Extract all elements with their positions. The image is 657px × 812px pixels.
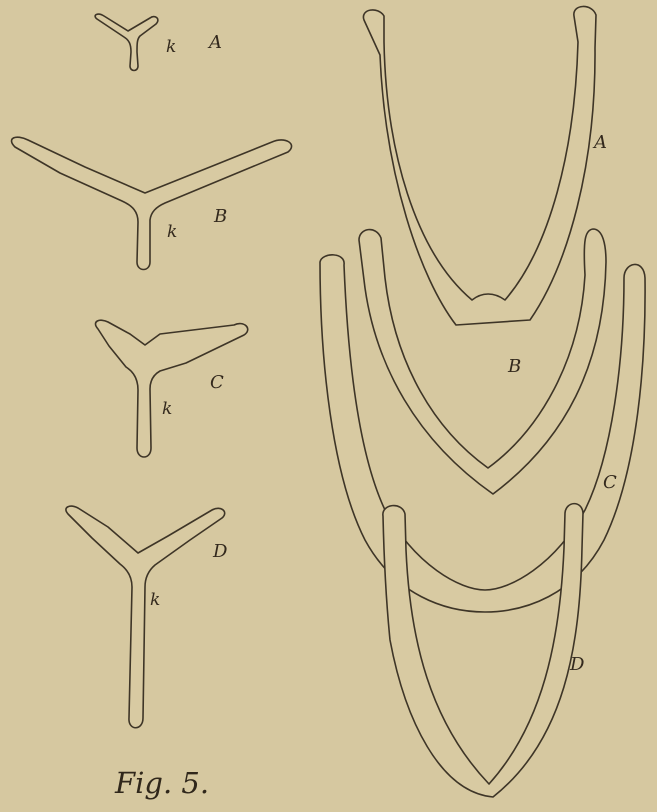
label-left-a: A [207, 32, 222, 53]
label-k-d: k [150, 590, 160, 610]
right-shape-a: A [363, 6, 607, 325]
left-shape-a: k A [95, 14, 222, 70]
y-section-c [95, 320, 247, 457]
u-section-a [363, 6, 596, 325]
label-right-d: D [569, 654, 585, 675]
label-right-c: C [603, 472, 617, 493]
label-left-d: D [212, 541, 228, 562]
label-left-c: C [210, 372, 224, 393]
label-k-a: k [166, 37, 176, 57]
v-section-b [359, 229, 606, 494]
label-left-b: B [213, 206, 227, 227]
label-right-b: B [507, 356, 521, 377]
figure-caption: Fig. 5. [114, 766, 209, 800]
right-shape-d: D [383, 504, 585, 797]
y-section-d [66, 506, 225, 728]
u-section-d [383, 504, 583, 797]
y-section-b [12, 137, 292, 269]
left-shape-c: k C [95, 320, 247, 457]
label-k-b: k [167, 222, 177, 242]
y-section-a [95, 14, 158, 70]
label-k-c: k [162, 399, 172, 419]
left-shape-b: k B [12, 137, 292, 269]
label-right-a: A [592, 132, 607, 153]
right-shape-b: B [359, 229, 606, 494]
left-shape-d: k D [66, 506, 228, 728]
